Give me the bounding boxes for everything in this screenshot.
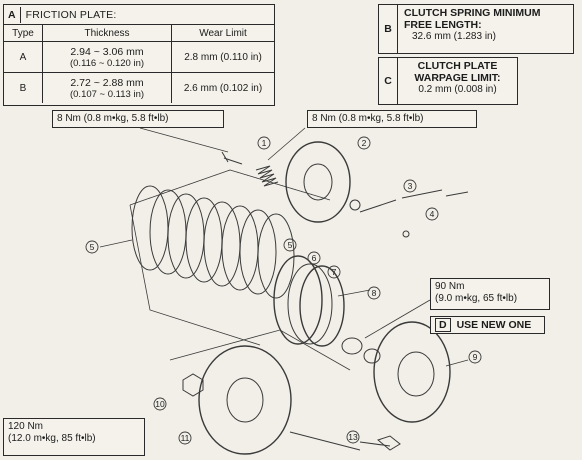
spec-b-line1: CLUTCH SPRING MINIMUM: [404, 7, 541, 19]
callout-5b-text: 5: [288, 240, 293, 250]
torque-label-pressure-plate: 8 Nm (0.8 m•kg, 5.8 ft•lb): [307, 110, 477, 128]
callout-7: [327, 265, 341, 279]
clutch-plate-warpage-spec: C CLUTCH PLATE WARPAGE LIMIT: 0.2 mm (0.…: [378, 57, 518, 105]
column-wear-limit: Wear Limit: [171, 25, 274, 42]
callout-6: [307, 251, 321, 265]
use-new-one-note: D USE NEW ONE: [430, 316, 545, 334]
torque-label-gear-nut: 90 Nm (9.0 m•kg, 65 ft•lb): [430, 278, 550, 310]
thickness-cell: 2.94 ~ 3.06 mm (0.116 ~ 0.120 in): [42, 41, 172, 73]
torque-3-line1: 90 Nm: [435, 281, 465, 292]
callout-6-text: 6: [312, 253, 317, 263]
callout-4-text: 4: [430, 209, 435, 219]
note-d-text: USE NEW ONE: [456, 319, 532, 331]
callout-8-text: 8: [372, 288, 377, 298]
callout-1: [257, 136, 271, 150]
table-row: B 2.72 ~ 2.88 mm (0.107 ~ 0.113 in) 2.6 …: [4, 72, 274, 103]
thickness-mm: 2.72 ~ 2.88 mm: [70, 76, 144, 89]
callout-5a: [85, 240, 99, 254]
callout-3: [403, 179, 417, 193]
thickness-cell: 2.72 ~ 2.88 mm (0.107 ~ 0.113 in): [42, 72, 172, 103]
thickness-in: (0.107 ~ 0.113 in): [69, 88, 145, 100]
torque-label-bolt: 8 Nm (0.8 m•kg, 5.8 ft•lb): [52, 110, 224, 128]
torque-3-line2: (9.0 m•kg, 65 ft•lb): [435, 293, 518, 304]
callout-9-text: 9: [473, 352, 478, 362]
callout-5a-text: 5: [90, 242, 95, 252]
callout-10: [153, 397, 167, 411]
friction-title: FRICTION PLATE:: [25, 8, 117, 21]
spec-b-line2: FREE LENGTH:: [404, 19, 482, 31]
callout-4: [425, 207, 439, 221]
friction-plate-table: A FRICTION PLATE: Type Thickness Wear Li…: [3, 4, 275, 106]
type-cell: A: [4, 41, 43, 73]
note-d-letter: D: [435, 318, 451, 332]
callout-10-text: 10: [155, 399, 165, 409]
thickness-in: (0.116 ~ 0.120 in): [69, 57, 145, 69]
callout-1-text: 1: [262, 138, 267, 148]
type-cell: B: [4, 72, 43, 103]
friction-plate-header: A FRICTION PLATE:: [4, 5, 274, 25]
clutch-spring-spec: B CLUTCH SPRING MINIMUM FREE LENGTH: 32.…: [378, 4, 574, 54]
table-row: A 2.94 ~ 3.06 mm (0.116 ~ 0.120 in) 2.8 …: [4, 41, 274, 73]
torque-4-line1: 120 Nm: [8, 421, 44, 432]
spec-c-letter: C: [379, 58, 398, 104]
friction-letter: A: [4, 6, 21, 23]
friction-spec-table: Type Thickness Wear Limit A 2.94 ~ 3.06 …: [4, 25, 274, 103]
callout-8: [367, 286, 381, 300]
spec-c-line1: CLUTCH PLATE: [417, 60, 498, 72]
callout-9: [468, 350, 482, 364]
friction-plate-stack: [131, 185, 295, 299]
callout-2: [357, 136, 371, 150]
column-thickness: Thickness: [42, 25, 172, 42]
wear-limit-cell: 2.6 mm (0.102 in): [171, 72, 274, 103]
torque-label-boss-nut: 120 Nm (12.0 m•kg, 85 ft•lb): [3, 418, 145, 456]
spec-c-value: 0.2 mm (0.008 in): [418, 84, 497, 95]
callout-13-text: 13: [348, 432, 358, 442]
column-type: Type: [4, 25, 43, 42]
thickness-mm: 2.94 ~ 3.06 mm: [70, 45, 144, 58]
spec-c-line2: WARPAGE LIMIT:: [414, 72, 501, 84]
torque-4-line2: (12.0 m•kg, 85 ft•lb): [8, 433, 96, 444]
callout-3-text: 3: [408, 181, 413, 191]
callout-5b: [283, 238, 297, 252]
callout-7-text: 7: [332, 267, 337, 277]
spec-b-letter: B: [379, 5, 398, 53]
callout-2-text: 2: [362, 138, 367, 148]
callout-11-text: 11: [181, 433, 190, 443]
spec-b-value: 32.6 mm (1.283 in): [412, 31, 496, 42]
wear-limit-cell: 2.8 mm (0.110 in): [171, 41, 274, 73]
callout-11: [178, 431, 192, 445]
callout-13: [346, 430, 360, 444]
